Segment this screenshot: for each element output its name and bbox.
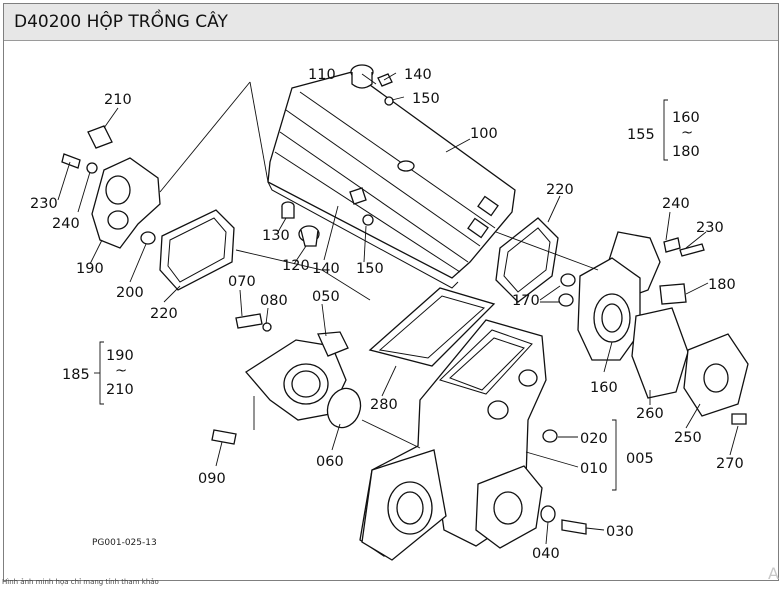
callout-260: 260 [636, 406, 664, 422]
right-cover-assembly [495, 217, 749, 425]
callout-140-mid: 140 [312, 261, 340, 277]
callout-280: 280 [370, 397, 398, 413]
callout-190-left: 190 [76, 261, 104, 277]
callout-020: 020 [580, 431, 608, 447]
o-ring-060-part [326, 387, 362, 429]
callout-150-mid: 150 [356, 261, 384, 277]
callout-210-group: 210 [106, 382, 134, 398]
callout-170: 170 [512, 293, 540, 309]
callout-050: 050 [312, 289, 340, 305]
callout-210-top: 210 [104, 92, 132, 108]
callout-080: 080 [260, 293, 288, 309]
callout-230-left: 230 [30, 196, 58, 212]
drawing-code: PG001-025-13 [92, 538, 157, 548]
top-cover-part [267, 71, 516, 289]
callout-230-right: 230 [696, 220, 724, 236]
callout-010: 010 [580, 461, 608, 477]
callout-110: 110 [308, 67, 336, 83]
callout-040: 040 [532, 546, 560, 562]
callout-160-right: 160 [590, 380, 618, 396]
callout-190-group: 190 [106, 348, 134, 364]
callout-160-group: 160 [672, 110, 700, 126]
callout-270: 270 [716, 456, 744, 472]
group-brackets [99, 99, 668, 491]
callout-240-right: 240 [662, 196, 690, 212]
callout-240-left: 240 [52, 216, 80, 232]
callout-130: 130 [262, 228, 290, 244]
callout-185: 185 [62, 367, 90, 383]
footer-note: Hình ảnh minh họa chỉ mang tính tham khả… [2, 578, 159, 586]
callout-060: 060 [316, 454, 344, 470]
plug-120-130-parts [281, 187, 374, 247]
callout-220-left: 220 [150, 306, 178, 322]
corner-mark: A [768, 564, 779, 583]
page-title: D40200 HỘP TRỒNG CÂY [14, 12, 228, 32]
callout-070: 070 [228, 274, 256, 290]
callout-120: 120 [282, 258, 310, 274]
callout-005: 005 [626, 451, 654, 467]
callout-labels: 110 140 150 100 155 160 ~ 180 210 230 24… [30, 67, 744, 562]
callout-140-top: 140 [404, 67, 432, 83]
callout-150-top: 150 [412, 91, 440, 107]
left-cover-assembly [61, 125, 235, 291]
callout-220-right: 220 [546, 182, 574, 198]
callout-range-tilde-2: ~ [115, 363, 127, 379]
gasket-280-part [368, 287, 496, 367]
callout-180-group: 180 [672, 144, 700, 160]
callout-180-right: 180 [708, 277, 736, 293]
left-bracket-050-part [211, 313, 349, 445]
callout-200: 200 [116, 285, 144, 301]
callout-155: 155 [627, 127, 655, 143]
bolt-parts-020-030-040 [540, 429, 587, 535]
title-bar: D40200 HỘP TRỒNG CÂY [4, 4, 778, 41]
main-housing-010-part [359, 319, 547, 561]
callout-100: 100 [470, 126, 498, 142]
leader-lines [57, 72, 739, 545]
callout-range-tilde-1: ~ [681, 125, 693, 141]
callout-090: 090 [198, 471, 226, 487]
callout-250: 250 [674, 430, 702, 446]
callout-030: 030 [606, 524, 634, 540]
